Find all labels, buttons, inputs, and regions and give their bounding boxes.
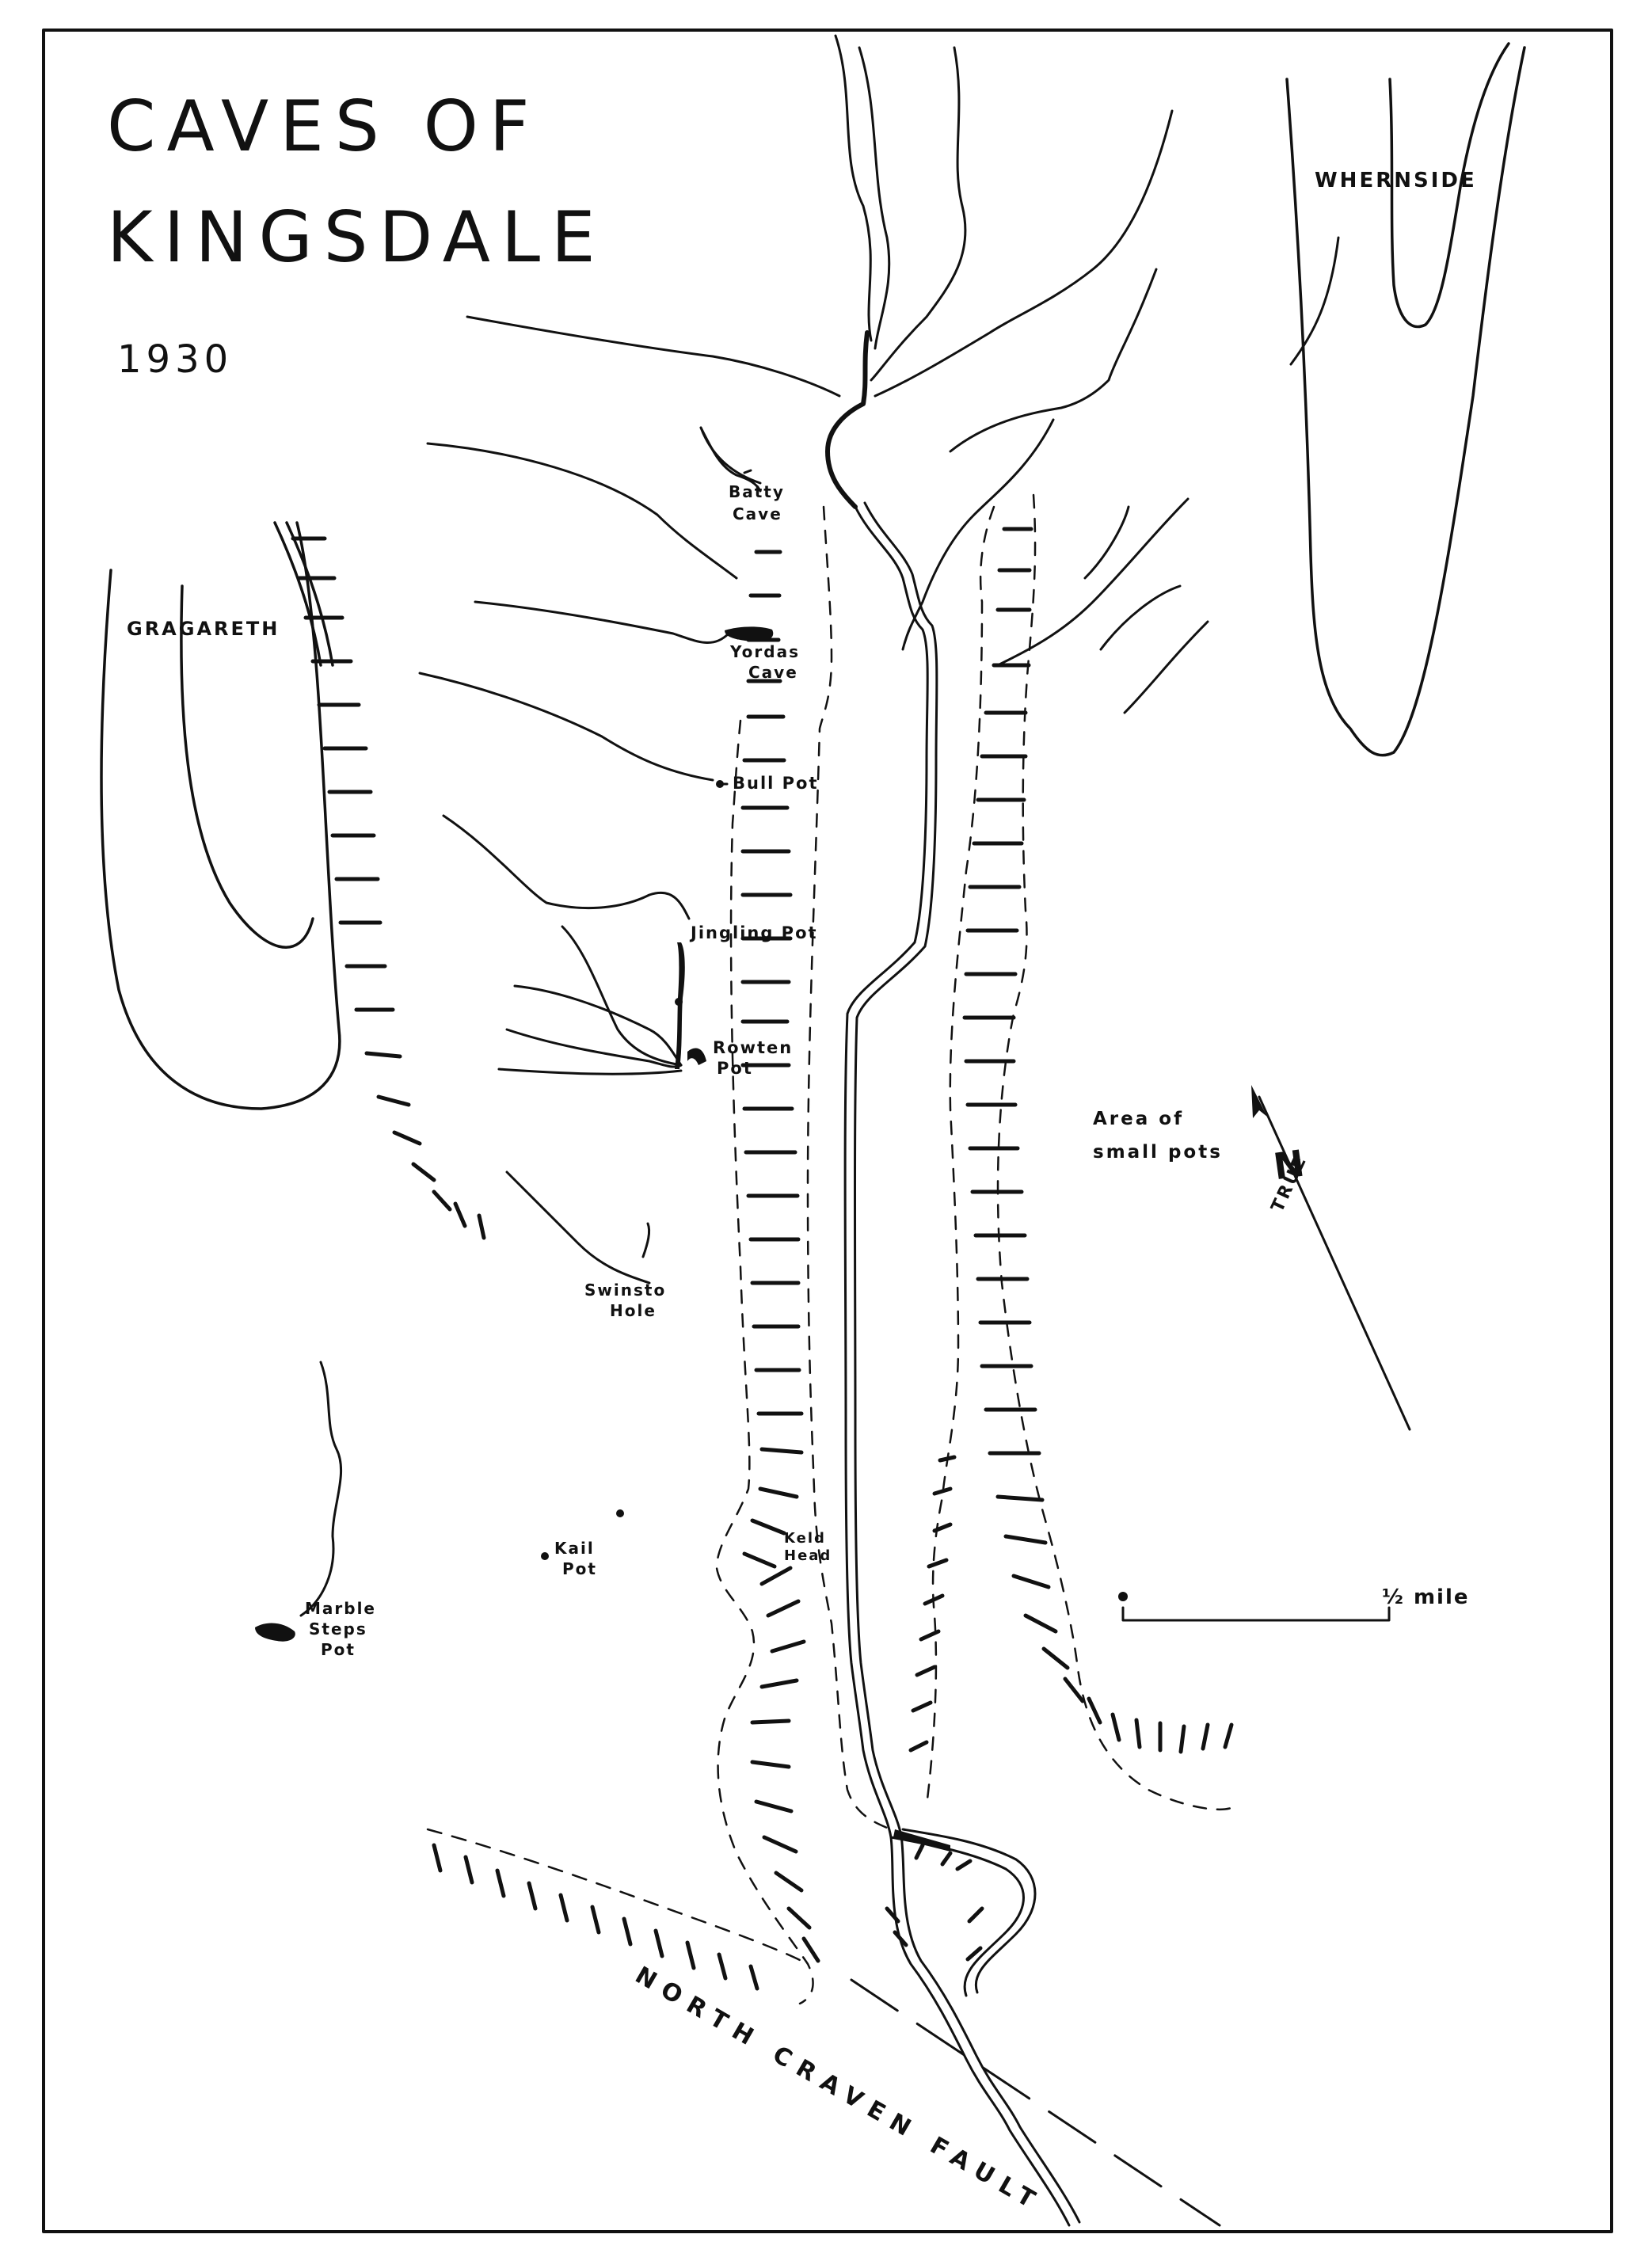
yordas-cave-label-2: Cave [748,663,798,682]
rowten-pot-label-2: Pot [717,1059,753,1078]
north-craven-fault-line [850,1978,1221,2227]
small-pots-label-2: small pots [1093,1142,1223,1163]
map-title-line1: CAVES OF [107,86,541,167]
marble-steps-label-1: Marble [305,1599,376,1618]
bull-pot-label: Bull Pot [733,774,819,793]
gragareth-label: GRAGARETH [127,618,280,640]
small-pots-label-1: Area of [1093,1109,1184,1129]
cave-streams [299,426,762,1617]
keld-head-label-1: Keld [784,1530,826,1547]
kail-pot-label-1: Kail [554,1539,595,1558]
scale-label: ½ mile [1382,1585,1470,1609]
cave-passages [255,626,950,1852]
whernside-outline [1285,42,1526,757]
east-valley-hachures [962,527,1234,1754]
whernside-label: WHERNSIDE [1315,169,1477,192]
lower-river-meanders [889,1828,1037,1997]
kingsdale-beck-upper [825,330,870,509]
kingsdale-beck-river [843,501,1081,2227]
west-dashed-edge [715,505,893,2005]
jingling-pot-label: Jingling Pot [689,923,818,942]
batty-cave-label-1: Batty [729,482,785,501]
yordas-cave-label-1: Yordas [729,642,800,661]
north-arrow-icon: N TRUE [1251,1085,1411,1431]
fault-dashed-edge [426,1828,801,1962]
map-year: 1930 [117,337,233,382]
cave-entrance-icon [716,780,724,788]
batty-cave-label-2: Cave [733,504,782,523]
swinsto-hole-label-2: Hole [610,1301,657,1320]
gragareth-hachures [291,536,486,1240]
map-border [42,29,1613,2233]
cave-entrances [641,469,752,1258]
marble-steps-label-3: Pot [321,1640,356,1659]
upper-streams [426,34,1340,714]
inner-east-hachures [885,1455,984,1962]
marble-steps-label-2: Steps [309,1619,367,1639]
scale-bar-icon: ½ mile [1118,1585,1470,1622]
north-label: N [1271,1142,1308,1189]
gragareth-outline [100,521,341,1110]
fault-hachures [432,1843,759,1991]
cave-entrance-icon [616,1509,624,1517]
cave-entrance-icon [675,998,683,1006]
map-title-line2: KINGSDALE [107,196,607,278]
cave-entrance-icon [541,1552,549,1560]
kail-pot-label-2: Pot [562,1559,597,1578]
west-valley-hachures [740,550,820,1963]
keld-head-label-2: Head [784,1547,832,1564]
swinsto-hole-label-1: Swinsto [584,1281,666,1300]
rowten-pot-label-1: Rowten [713,1038,793,1057]
